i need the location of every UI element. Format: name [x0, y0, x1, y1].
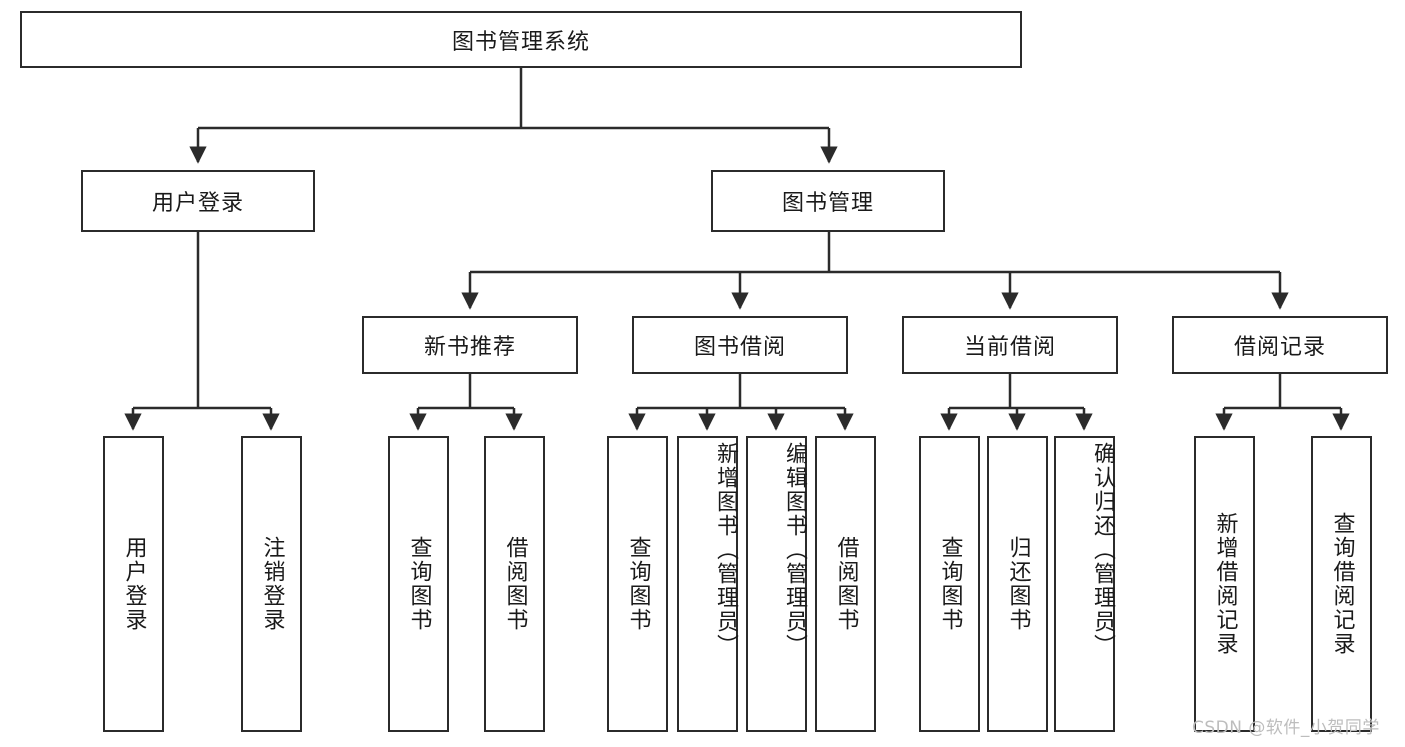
leaf-user-login[interactable]: 用户登录 — [103, 436, 164, 732]
leaf-add-book-admin[interactable]: 新增图书（管理员） — [677, 436, 738, 732]
node-label: 新增图书（管理员） — [713, 442, 738, 658]
node-current-borrow[interactable]: 当前借阅 — [902, 316, 1118, 374]
leaf-return-books[interactable]: 归还图书 — [987, 436, 1048, 732]
node-label: 新书推荐 — [423, 335, 516, 360]
node-label: 注销登录 — [259, 536, 285, 632]
leaf-borrow-books-recommend[interactable]: 借阅图书 — [484, 436, 545, 732]
node-label: 查询图书 — [406, 536, 432, 632]
node-label: 查询图书 — [625, 536, 651, 632]
node-label: 确认归还（管理员） — [1090, 442, 1115, 658]
leaf-query-books-recommend[interactable]: 查询图书 — [388, 436, 449, 732]
node-label: 编辑图书（管理员） — [782, 442, 807, 658]
node-label: 图书管理 — [781, 191, 874, 216]
node-user-login[interactable]: 用户登录 — [81, 170, 315, 232]
leaf-confirm-return-admin[interactable]: 确认归还（管理员） — [1054, 436, 1115, 732]
csdn-watermark: CSDN @软件_小贺同学 — [1192, 718, 1380, 738]
leaf-query-books-current[interactable]: 查询图书 — [919, 436, 980, 732]
node-label: 借阅图书 — [502, 536, 528, 632]
node-root-system[interactable]: 图书管理系统 — [20, 11, 1022, 68]
node-new-book-recommend[interactable]: 新书推荐 — [362, 316, 578, 374]
leaf-borrow-books[interactable]: 借阅图书 — [815, 436, 876, 732]
node-borrow-records[interactable]: 借阅记录 — [1172, 316, 1388, 374]
node-label: 查询借阅记录 — [1329, 512, 1355, 656]
node-label: 查询图书 — [937, 536, 963, 632]
node-label: 当前借阅 — [963, 335, 1056, 360]
leaf-edit-book-admin[interactable]: 编辑图书（管理员） — [746, 436, 807, 732]
node-label: 新增借阅记录 — [1212, 512, 1238, 656]
leaf-query-books-borrow[interactable]: 查询图书 — [607, 436, 668, 732]
leaf-logout[interactable]: 注销登录 — [241, 436, 302, 732]
node-label: 图书管理系统 — [451, 29, 590, 55]
leaf-query-borrow-record[interactable]: 查询借阅记录 — [1311, 436, 1372, 732]
node-label: 图书借阅 — [693, 335, 786, 360]
node-book-management[interactable]: 图书管理 — [711, 170, 945, 232]
node-label: 用户登录 — [121, 536, 147, 632]
node-label: 借阅记录 — [1233, 335, 1326, 360]
node-label: 用户登录 — [151, 191, 244, 216]
node-label: 借阅图书 — [833, 536, 859, 632]
node-label: 归还图书 — [1005, 536, 1031, 632]
leaf-add-borrow-record[interactable]: 新增借阅记录 — [1194, 436, 1255, 732]
node-book-borrow[interactable]: 图书借阅 — [632, 316, 848, 374]
